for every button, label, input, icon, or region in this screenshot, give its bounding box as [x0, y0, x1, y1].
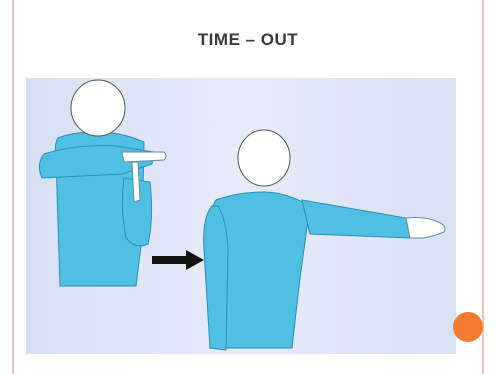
figure1-head: [71, 80, 125, 136]
slide-left-border: [12, 0, 14, 374]
figure1-horizontal-hand: [122, 152, 166, 162]
figure2-head: [238, 130, 290, 186]
slide-right-border: [482, 0, 484, 374]
figure1-vertical-hand: [132, 162, 140, 202]
time-out-signal-illustration: [26, 78, 456, 354]
orange-circle-icon: [453, 312, 483, 342]
slide-title: TIME – OUT: [0, 30, 496, 50]
